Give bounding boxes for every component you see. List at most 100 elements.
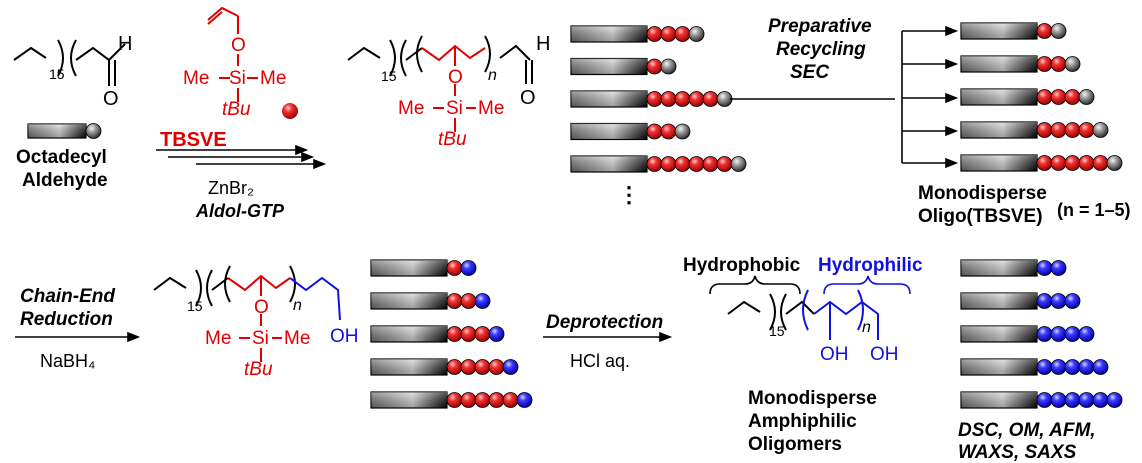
- rod-shine: [961, 56, 1037, 72]
- blue-bead-icon: [1050, 392, 1067, 408]
- rod-shine: [571, 156, 647, 172]
- oligomer-cartoon: [960, 391, 1123, 409]
- grey-end-bead-icon: [1078, 89, 1095, 105]
- red-bead-icon: [674, 26, 691, 42]
- step2-line2: Reduction: [20, 309, 113, 330]
- red-bead-icon: [702, 156, 719, 172]
- red-bead-icon: [702, 91, 719, 107]
- red-bead-icon: [474, 359, 491, 375]
- hydrophilic-brace: [823, 275, 911, 295]
- rod-shine: [371, 293, 447, 309]
- p1-n: n: [488, 67, 497, 84]
- rod-shine: [961, 260, 1037, 276]
- blue-bead-icon: [460, 260, 477, 276]
- rod-shine: [961, 326, 1037, 342]
- blue-bead-icon: [502, 359, 519, 375]
- oligomer-cartoon: [960, 154, 1123, 172]
- red-bead-icon: [674, 156, 691, 172]
- red-bead-icon: [1078, 122, 1095, 138]
- red-bead-icon: [460, 359, 477, 375]
- rod-shine: [961, 359, 1037, 375]
- grey-end-bead-icon: [1092, 122, 1109, 138]
- rod-shine: [371, 359, 447, 375]
- p3-n: n: [862, 319, 871, 336]
- red-bead-icon: [674, 91, 691, 107]
- red-bead-icon: [446, 326, 463, 342]
- start-subscript: 15: [49, 66, 65, 82]
- rod-shine: [961, 392, 1037, 408]
- red-bead-icon: [446, 359, 463, 375]
- p1-si: Si: [446, 98, 463, 119]
- monodisperse-oligomer-column: [960, 22, 1123, 172]
- aldol-product-red-repeat: [421, 44, 486, 132]
- step3-name: Deprotection: [546, 312, 663, 333]
- red-bead-icon: [460, 392, 477, 408]
- monomer-o: O: [231, 35, 246, 56]
- rod-shine: [961, 89, 1037, 105]
- blue-bead-icon: [1036, 359, 1053, 375]
- step1-arrows: [156, 144, 327, 170]
- blue-bead-icon: [1036, 392, 1053, 408]
- oligomer-cartoon: [570, 57, 677, 76]
- red-bead-icon: [488, 359, 505, 375]
- red-bead-icon: [446, 293, 463, 309]
- red-bead-icon: [660, 123, 677, 140]
- red-bead-icon: [646, 123, 663, 140]
- methods-line1: DSC, OM, AFM,: [958, 420, 1096, 441]
- rod-shine: [961, 155, 1037, 171]
- rod-shine: [571, 123, 647, 140]
- sec-line3: SEC: [790, 62, 829, 83]
- red-bead-icon: [1036, 122, 1053, 138]
- monomer-me-left: Me: [183, 68, 209, 89]
- rod-shine: [371, 392, 447, 408]
- p3-label-line3: Oligomers: [748, 434, 842, 455]
- oligomer-cartoon: [370, 325, 491, 343]
- p3-label-line2: Amphiphilic: [748, 411, 857, 432]
- grey-end-bead-icon: [730, 156, 747, 172]
- p2-o-ether: O: [254, 297, 269, 318]
- red-bead-icon: [474, 326, 491, 342]
- octadecyl-aldehyde-structure: [13, 39, 126, 86]
- red-bead-icon: [1050, 122, 1067, 138]
- red-bead-icon: [1050, 56, 1067, 72]
- step1-reagent: ZnBr₂: [208, 178, 254, 198]
- blue-bead-icon: [1064, 359, 1081, 375]
- grey-end-bead-icon: [85, 123, 102, 139]
- red-bead-icon: [646, 26, 663, 42]
- start-name-line2: Aldehyde: [22, 170, 108, 191]
- rod-shine: [28, 124, 86, 138]
- blue-bead-icon: [1078, 326, 1095, 342]
- rod-shine: [961, 23, 1037, 39]
- p2-subscript: 15: [187, 298, 203, 314]
- oligomer-cartoon: [570, 25, 705, 43]
- grey-end-bead-icon: [716, 91, 733, 107]
- oligomer-cartoon: [960, 22, 1067, 40]
- oligomer-cartoon: [370, 358, 505, 376]
- red-bead-icon: [688, 156, 705, 172]
- p2-si: Si: [252, 328, 269, 349]
- mono-label-line1: Monodisperse: [918, 183, 1047, 204]
- p1-me-left: Me: [398, 98, 424, 119]
- blue-bead-icon: [1064, 293, 1081, 309]
- p1-subscript: 15: [381, 68, 397, 84]
- p3-subscript: 15: [769, 323, 785, 339]
- oligomer-cartoon: [960, 88, 1095, 106]
- oligomer-cartoon: [370, 292, 477, 310]
- oligomer-cartoon: [370, 259, 463, 277]
- blue-bead-icon: [1036, 293, 1053, 309]
- rod-shine: [371, 260, 447, 276]
- step2-reagent: NaBH₄: [40, 351, 95, 371]
- red-bead-icon: [646, 156, 663, 172]
- blue-bead-icon: [1092, 392, 1109, 408]
- mono-range: (n = 1–5): [1057, 200, 1131, 220]
- red-bead-icon: [502, 392, 519, 408]
- amphiphile-blue-part: [802, 289, 879, 340]
- red-bead-icon: [1078, 155, 1095, 171]
- grey-end-bead-icon: [660, 58, 677, 75]
- p3-oh-end: OH: [870, 344, 899, 365]
- start-cartoon: [27, 123, 102, 139]
- red-bead-icon: [1036, 155, 1053, 171]
- reduced-oligomer-column: [370, 259, 533, 409]
- step3-arrow: [543, 331, 673, 343]
